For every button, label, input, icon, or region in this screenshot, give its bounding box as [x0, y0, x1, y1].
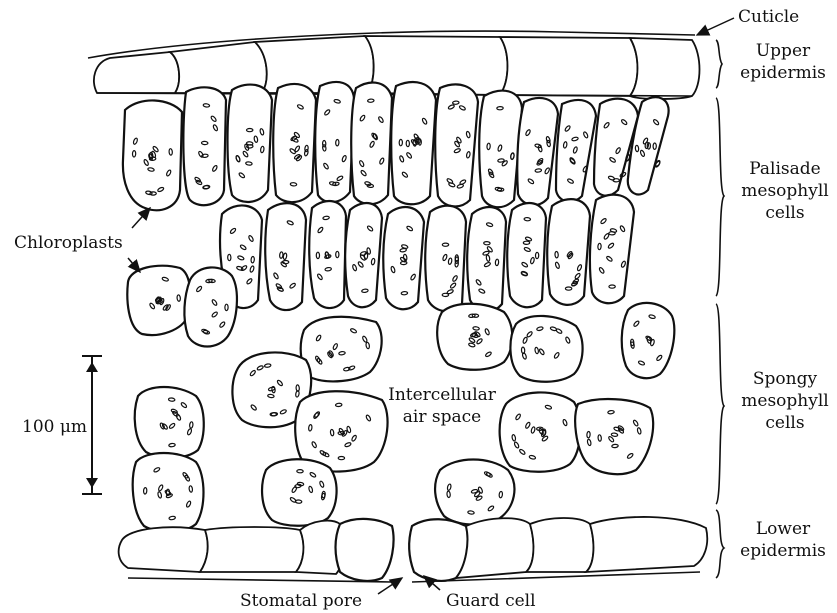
intercellular-label-line-2: air space: [388, 406, 496, 428]
palisade-label-line-3: cells: [741, 202, 828, 224]
lower-epidermis-label-line-2: epidermis: [740, 540, 826, 562]
intercellular-label: Intercellular air space: [388, 384, 496, 428]
spongy-label-line-3: cells: [741, 412, 828, 434]
intercellular-label-line-1: Intercellular: [388, 384, 496, 406]
upper-epidermis-label-line-2: epidermis: [740, 62, 826, 84]
stomatal-pore-label: Stomatal pore: [240, 590, 362, 612]
guard-cell-left: [336, 519, 394, 581]
upper-epidermis-label: Upper epidermis: [740, 40, 826, 84]
lower-epidermis-label: Lower epidermis: [740, 518, 826, 562]
cuticle-pointer: [697, 18, 734, 35]
upper-epidermis: [88, 31, 700, 99]
lower-epidermis: [119, 517, 708, 582]
chloroplast-pointer-2: [128, 258, 140, 272]
lower-epidermis-label-line-1: Lower: [740, 518, 826, 540]
palisade-label-line-2: mesophyll: [741, 180, 828, 202]
cuticle-label: Cuticle: [738, 6, 799, 28]
spongy-label-line-2: mesophyll: [741, 390, 828, 412]
stomatal-pore-pointer: [378, 578, 402, 594]
palisade-label-line-1: Palisade: [741, 158, 828, 180]
palisade-label: Palisade mesophyll cells: [741, 158, 828, 224]
spongy-label: Spongy mesophyll cells: [741, 368, 828, 434]
spongy-label-line-1: Spongy: [741, 368, 828, 390]
scale-bar-label: 100 μm: [22, 416, 87, 438]
upper-epidermis-label-line-1: Upper: [740, 40, 826, 62]
chloroplast-pointer-1: [132, 208, 150, 228]
guard-cell-right: [409, 519, 467, 581]
region-braces: [716, 40, 724, 578]
chloroplasts-label: Chloroplasts: [14, 232, 123, 254]
guard-cell-label: Guard cell: [446, 590, 536, 612]
